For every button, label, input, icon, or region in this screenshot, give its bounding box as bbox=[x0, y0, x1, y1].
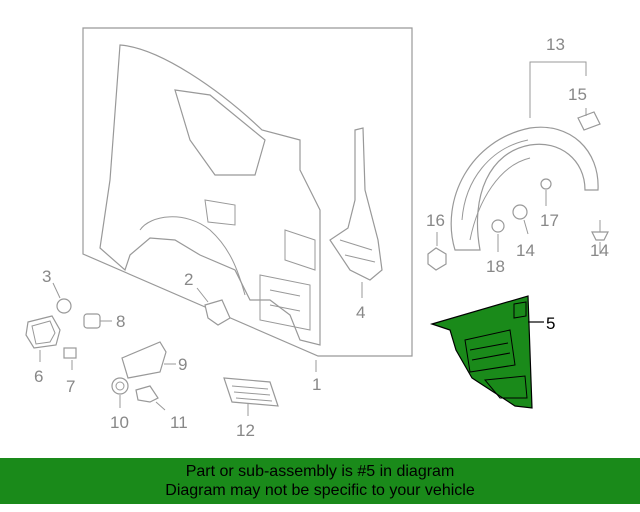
callout-9: 9 bbox=[178, 355, 187, 374]
callout-18: 18 bbox=[486, 257, 505, 276]
highlighted-panel-part-5 bbox=[429, 295, 533, 409]
info-banner: Part or sub-assembly is #5 in diagram Di… bbox=[0, 458, 640, 504]
bolt-part-18 bbox=[491, 219, 505, 233]
callout-17: 17 bbox=[540, 211, 559, 230]
callout-14b: 14 bbox=[590, 241, 609, 260]
banner-line-1: Part or sub-assembly is #5 in diagram bbox=[185, 463, 455, 480]
screw-part-17 bbox=[540, 178, 552, 190]
bolt-part-14a bbox=[512, 204, 528, 220]
parts-diagram: 1 2 4 3 6 8 7 9 10 bbox=[25, 27, 609, 440]
callout-11: 11 bbox=[170, 413, 188, 432]
bumper-part-8 bbox=[83, 313, 101, 329]
ring-part-3 bbox=[56, 298, 72, 314]
callout-3: 3 bbox=[42, 267, 51, 286]
wheelhouse-liner-part-13 bbox=[450, 126, 599, 251]
push-clip-part-14b bbox=[591, 220, 609, 241]
callout-2: 2 bbox=[184, 270, 193, 289]
vent-part-12 bbox=[223, 377, 279, 407]
housing-part-9 bbox=[121, 341, 167, 379]
callout-5: 5 bbox=[546, 314, 555, 333]
callout-13: 13 bbox=[546, 35, 565, 54]
quarter-panel-part-1 bbox=[99, 44, 321, 346]
clip-part-7 bbox=[63, 347, 77, 359]
callout-12: 12 bbox=[236, 421, 255, 440]
callout-14a: 14 bbox=[516, 241, 535, 260]
callout-8: 8 bbox=[116, 312, 125, 331]
grommet-part-10 bbox=[111, 377, 129, 395]
callout-6: 6 bbox=[34, 367, 43, 386]
clip-part-15 bbox=[577, 111, 601, 131]
callout-16: 16 bbox=[426, 211, 445, 230]
banner-line-2: Diagram may not be specific to your vehi… bbox=[165, 482, 475, 499]
callout-15: 15 bbox=[568, 85, 587, 104]
callout-1: 1 bbox=[312, 375, 321, 394]
actuator-part-11 bbox=[135, 385, 159, 403]
nut-part-16 bbox=[427, 247, 447, 271]
callout-7: 7 bbox=[66, 377, 75, 396]
fuel-door-part-6 bbox=[25, 315, 61, 349]
quarter-panel-box bbox=[82, 27, 413, 357]
callout-4: 4 bbox=[356, 303, 365, 322]
bracket-part-2 bbox=[204, 299, 231, 326]
pillar-reinforcement-part-4 bbox=[329, 127, 383, 281]
callout-10: 10 bbox=[110, 413, 129, 432]
